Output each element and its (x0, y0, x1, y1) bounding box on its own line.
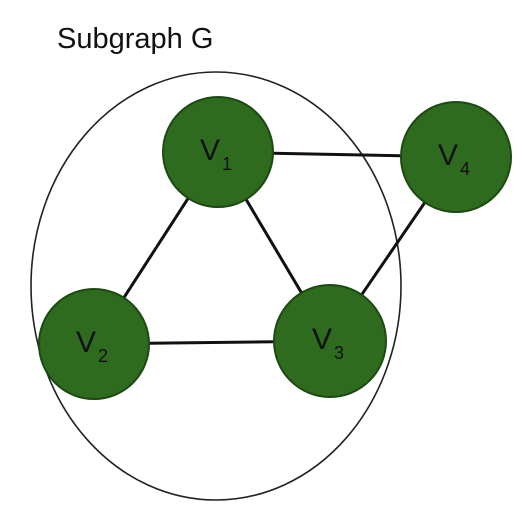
edge-v3-v4 (360, 201, 427, 296)
edges-layer (122, 151, 427, 345)
edge-v2-v3 (148, 340, 275, 345)
node-letter: V (200, 134, 220, 167)
edge-v1-v2 (122, 197, 190, 299)
node-circle (400, 101, 512, 213)
node-letter: V (438, 139, 458, 172)
subgraph-outline (30, 71, 402, 501)
node-letter: V (76, 326, 96, 359)
diagram-title: Subgraph G (57, 23, 213, 55)
node-subscript: 3 (334, 343, 344, 363)
node-circle (273, 284, 387, 398)
node-subscript: 1 (222, 154, 232, 174)
node-circle (162, 96, 274, 208)
node-letter: V (312, 323, 332, 356)
edge-v1-v3 (244, 198, 303, 294)
node-subscript: 4 (460, 159, 470, 179)
node-subscript: 2 (98, 346, 108, 366)
edge-v1-v4 (272, 151, 402, 158)
node-circle (38, 288, 150, 400)
